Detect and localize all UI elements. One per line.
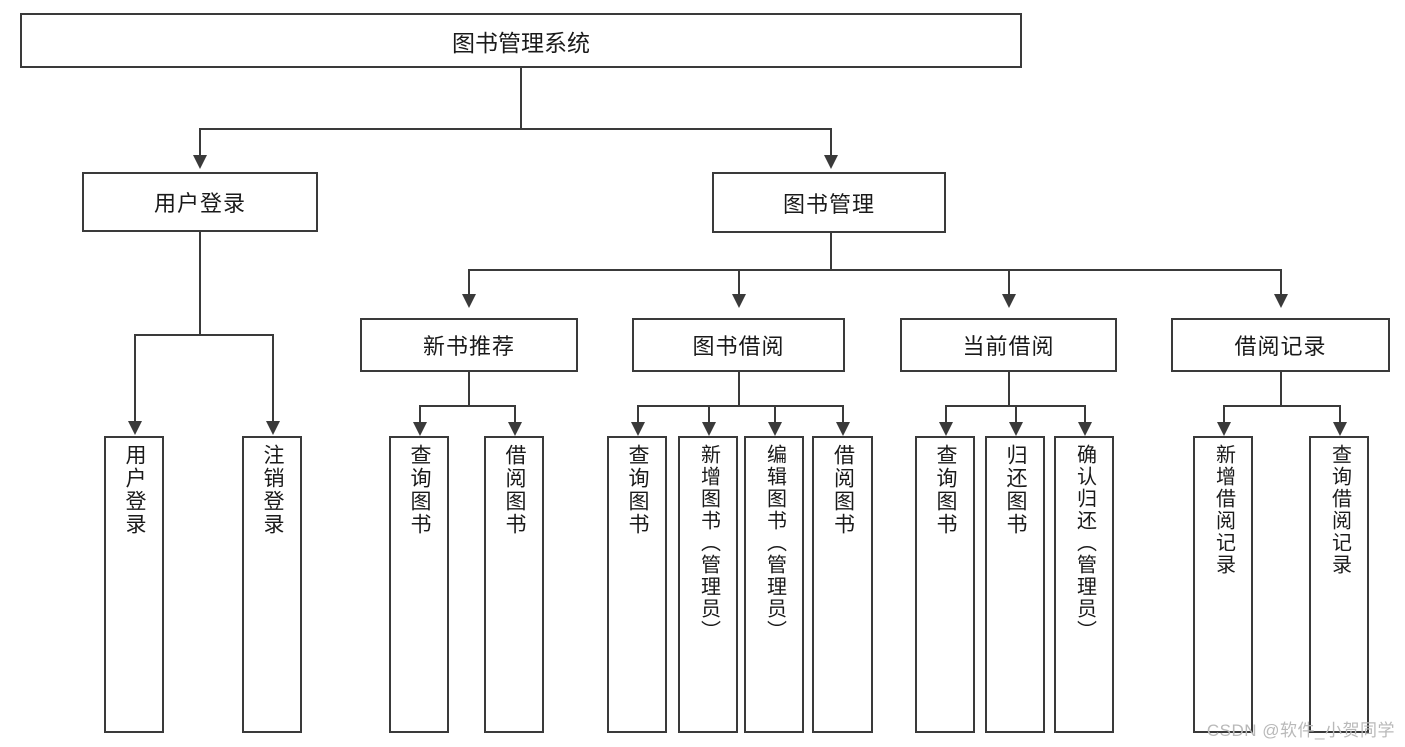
node-label: 注销登录 xyxy=(261,444,285,536)
connector-borrow-record-stem xyxy=(1280,372,1282,406)
connector-book-borrow-leaf-2 xyxy=(708,405,710,423)
node-book-management[interactable]: 图书管理 xyxy=(712,172,946,233)
node-label: 查询图书 xyxy=(408,444,432,536)
leaf-borrow-book[interactable]: 借阅图书 xyxy=(812,436,873,733)
leaf-return-book[interactable]: 归还图书 xyxy=(985,436,1045,733)
connector-to-user-login xyxy=(199,128,201,156)
node-label: 借阅记录 xyxy=(1234,334,1327,359)
connector-current-borrow-leaf-1 xyxy=(945,405,947,423)
leaf-logout[interactable]: 注销登录 xyxy=(242,436,302,733)
node-label: 查询借阅记录 xyxy=(1328,444,1351,576)
node-label: 归还图书 xyxy=(1004,444,1028,536)
connector-user-login-stem xyxy=(199,232,201,335)
node-label: 确认归还（管理员） xyxy=(1073,444,1096,642)
connector-user-login-leaf-2 xyxy=(272,334,274,422)
connector-book-borrow-leaf-3 xyxy=(774,405,776,423)
node-label: 借阅图书 xyxy=(831,444,855,536)
connector-user-login-bar xyxy=(134,334,272,336)
connector-new-book-leaf-2 xyxy=(514,405,516,423)
arrow-leaf-confirm-return xyxy=(1078,422,1092,436)
connector-book-manage-stem xyxy=(830,233,832,270)
node-label: 查询图书 xyxy=(934,444,958,536)
connector-book-borrow-leaf-4 xyxy=(842,405,844,423)
arrow-leaf-return-book xyxy=(1009,422,1023,436)
connector-borrow-record-leaf-2 xyxy=(1339,405,1341,423)
leaf-borrow-book-recommend[interactable]: 借阅图书 xyxy=(484,436,544,733)
connector-new-book-stem xyxy=(468,372,470,406)
watermark-text: CSDN @软件_小贺同学 xyxy=(1206,721,1395,740)
leaf-query-book-current[interactable]: 查询图书 xyxy=(915,436,975,733)
arrow-leaf-query-book-1 xyxy=(413,422,427,436)
leaf-confirm-return-admin[interactable]: 确认归还（管理员） xyxy=(1054,436,1114,733)
arrow-leaf-edit-book xyxy=(768,422,782,436)
leaf-query-borrow-record[interactable]: 查询借阅记录 xyxy=(1309,436,1369,733)
leaf-add-borrow-record[interactable]: 新增借阅记录 xyxy=(1193,436,1253,733)
node-label: 编辑图书（管理员） xyxy=(763,444,786,642)
arrow-leaf-add-record xyxy=(1217,422,1231,436)
node-borrow-record[interactable]: 借阅记录 xyxy=(1171,318,1390,372)
arrow-to-book-manage xyxy=(824,155,838,169)
arrow-leaf-user-login xyxy=(128,421,142,435)
connector-to-book-manage xyxy=(830,128,832,156)
connector-borrow-record-leaf-1 xyxy=(1223,405,1225,423)
arrow-leaf-borrow-book-2 xyxy=(836,422,850,436)
arrow-leaf-add-book xyxy=(702,422,716,436)
connector-book-borrow-stem xyxy=(738,372,740,406)
connector-level3-bar xyxy=(468,269,1280,271)
arrow-to-current-borrow xyxy=(1002,294,1016,308)
node-label: 图书借阅 xyxy=(692,334,785,359)
connector-level2-bar xyxy=(199,128,831,130)
connector-current-borrow-bar xyxy=(945,405,1084,407)
connector-borrow-record-bar xyxy=(1223,405,1339,407)
connector-current-borrow-leaf-2 xyxy=(1015,405,1017,423)
leaf-user-login[interactable]: 用户登录 xyxy=(104,436,164,733)
connector-to-borrow-record xyxy=(1280,269,1282,295)
node-label: 用户登录 xyxy=(123,444,147,536)
node-new-book-recommend[interactable]: 新书推荐 xyxy=(360,318,578,372)
node-label: 新书推荐 xyxy=(422,334,515,359)
arrow-leaf-query-record xyxy=(1333,422,1347,436)
node-label: 新增图书（管理员） xyxy=(697,444,720,642)
node-user-login[interactable]: 用户登录 xyxy=(82,172,318,232)
arrow-to-new-book xyxy=(462,294,476,308)
node-label: 新增借阅记录 xyxy=(1212,444,1235,576)
node-root-system[interactable]: 图书管理系统 xyxy=(20,13,1022,68)
connector-current-borrow-stem xyxy=(1008,372,1010,406)
arrow-leaf-query-book-3 xyxy=(939,422,953,436)
connector-to-current-borrow xyxy=(1008,269,1010,295)
arrow-to-borrow-record xyxy=(1274,294,1288,308)
leaf-add-book-admin[interactable]: 新增图书（管理员） xyxy=(678,436,738,733)
node-book-borrow[interactable]: 图书借阅 xyxy=(632,318,845,372)
connector-book-borrow-leaf-1 xyxy=(637,405,639,423)
leaf-query-book-borrow[interactable]: 查询图书 xyxy=(607,436,667,733)
connector-current-borrow-leaf-3 xyxy=(1084,405,1086,423)
node-current-borrow[interactable]: 当前借阅 xyxy=(900,318,1117,372)
connector-book-borrow-bar xyxy=(637,405,843,407)
connector-to-book-borrow xyxy=(738,269,740,295)
arrow-to-book-borrow xyxy=(732,294,746,308)
node-label: 用户登录 xyxy=(153,191,246,216)
connector-new-book-bar xyxy=(419,405,515,407)
connector-user-login-leaf-1 xyxy=(134,334,136,422)
leaf-edit-book-admin[interactable]: 编辑图书（管理员） xyxy=(744,436,804,733)
arrow-leaf-logout xyxy=(266,421,280,435)
arrow-leaf-borrow-book-1 xyxy=(508,422,522,436)
connector-to-new-book xyxy=(468,269,470,295)
connector-new-book-leaf-1 xyxy=(419,405,421,423)
leaf-query-book-recommend[interactable]: 查询图书 xyxy=(389,436,449,733)
connector-root-stem xyxy=(520,68,522,129)
node-label: 借阅图书 xyxy=(503,444,527,536)
node-label: 图书管理系统 xyxy=(452,29,590,56)
node-label: 图书管理 xyxy=(782,191,875,217)
node-label: 当前借阅 xyxy=(962,334,1055,359)
arrow-to-user-login xyxy=(193,155,207,169)
node-label: 查询图书 xyxy=(626,444,650,536)
arrow-leaf-query-book-2 xyxy=(631,422,645,436)
